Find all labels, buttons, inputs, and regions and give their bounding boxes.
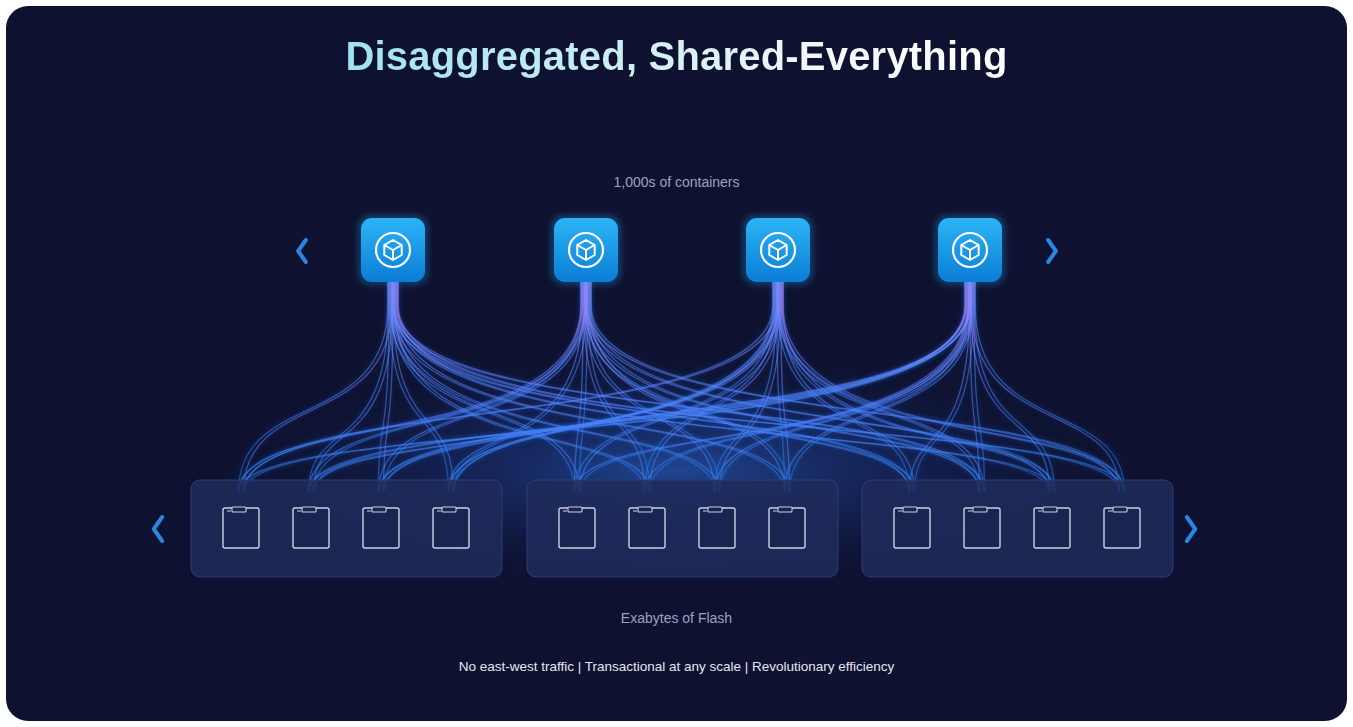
fan-line [394, 282, 454, 492]
fan-line [393, 282, 979, 492]
fan-line [575, 282, 968, 492]
fan-line [790, 282, 973, 492]
caption: No east-west traffic | Transactional at … [459, 659, 895, 674]
flash-drive [894, 507, 930, 548]
fan-glow [785, 282, 969, 492]
fan-line [244, 282, 969, 492]
fan-line [449, 282, 967, 492]
container-icons [357, 214, 1006, 286]
fan-glow [591, 282, 1055, 492]
fan-glow [384, 282, 970, 492]
fan-lines [239, 282, 1125, 492]
fan-line [244, 282, 777, 492]
fan-glow [575, 282, 968, 492]
fan-line [715, 282, 777, 492]
flash-drive [433, 507, 469, 548]
fan-line [971, 282, 1050, 492]
container-icon [934, 214, 1006, 286]
flash-drive [1034, 507, 1070, 548]
container-icon [550, 214, 622, 286]
chevron [1048, 240, 1056, 262]
fan-line [720, 282, 973, 492]
flash-drive [223, 507, 259, 548]
container-icon [742, 214, 814, 286]
chevron [154, 517, 162, 541]
fan-line [398, 282, 1055, 492]
fan-line [975, 282, 1055, 492]
fan-line [314, 282, 970, 492]
fan-line [971, 282, 1119, 492]
fan-line [314, 282, 778, 492]
flash-enclosures [191, 480, 1173, 577]
fan-line [395, 282, 719, 492]
fan-line [587, 282, 1050, 492]
fan-line [580, 282, 972, 492]
fan-glow [398, 282, 1055, 492]
fan-glow [309, 282, 966, 492]
fan-line [715, 282, 969, 492]
fan-line [645, 282, 776, 492]
flash-drive [559, 507, 595, 548]
flash-drive [293, 507, 329, 548]
fan-line [398, 282, 1124, 492]
flash-drive [629, 507, 665, 548]
panel [6, 6, 1347, 721]
container-icon [357, 214, 429, 286]
fan-line [396, 282, 790, 492]
fan-line [650, 282, 972, 492]
fan-glow [244, 282, 969, 492]
fan-line [379, 282, 774, 492]
fan-line [645, 282, 968, 492]
fan-line [394, 282, 1119, 492]
fan-line [975, 282, 1124, 492]
fan-glow [580, 282, 972, 492]
flash-enclosure [527, 480, 838, 577]
fan-line [589, 282, 790, 492]
fan-glow [394, 282, 1119, 492]
fan-line [910, 282, 970, 492]
flash-drive [363, 507, 399, 548]
flash-drive [769, 507, 805, 548]
fan-glow [975, 282, 1124, 492]
fan-line [650, 282, 780, 492]
fan-glow [590, 282, 915, 492]
fan-glow [314, 282, 970, 492]
flash-drive [699, 507, 735, 548]
flash-drive [1104, 507, 1140, 548]
fan-line [590, 282, 915, 492]
section-label: Exabytes of Flash [621, 610, 732, 626]
title: Disaggregated, Shared-Everything [345, 34, 1007, 79]
chevron [298, 240, 306, 262]
fan-glow [379, 282, 774, 492]
flash-drive [964, 507, 1000, 548]
flash-enclosure [191, 480, 502, 577]
flash-enclosure [862, 480, 1173, 577]
chevron [1187, 517, 1195, 541]
fan-line [239, 282, 773, 492]
fan-line [454, 282, 971, 492]
fan-line [591, 282, 1124, 492]
fan-line [591, 282, 1055, 492]
fan-glow [586, 282, 910, 492]
fan-line [785, 282, 969, 492]
fan-line [575, 282, 584, 492]
fan-glow [650, 282, 972, 492]
fan-line [915, 282, 974, 492]
fan-line [397, 282, 984, 492]
fan-glow [309, 282, 774, 492]
fan-line [783, 282, 1055, 492]
fan-glow [397, 282, 984, 492]
chevrons [154, 240, 1195, 541]
fan-line [309, 282, 774, 492]
fan-line [384, 282, 778, 492]
fan-line [384, 282, 970, 492]
fan-line [309, 282, 966, 492]
fan-line [782, 282, 984, 492]
section-label: 1,000s of containers [613, 174, 739, 190]
fan-line [778, 282, 979, 492]
fan-line [244, 282, 392, 492]
fan-line [586, 282, 910, 492]
